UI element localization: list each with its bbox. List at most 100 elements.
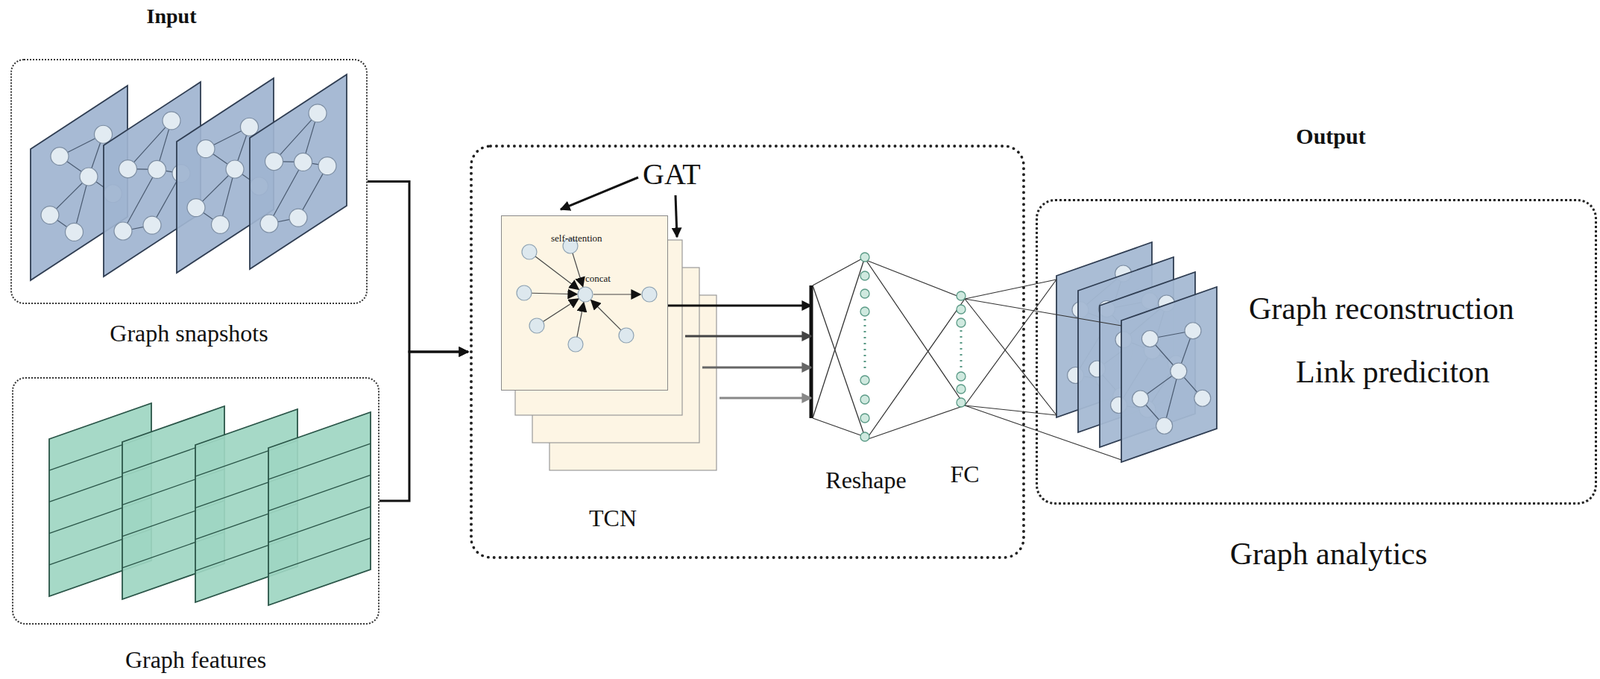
neuron-dot [860,375,870,385]
merge-arrow [367,181,469,353]
panel-caption: Graph snapshots [109,318,268,349]
neuron-dot [956,291,966,301]
graph-node [516,285,532,301]
attention-arrow [577,302,584,337]
graph-node [65,222,84,241]
feature-arrow [702,366,812,370]
graph-snapshot-plane [249,74,347,270]
dense-link [866,298,966,440]
merge-arrow [379,351,469,502]
connector [866,260,966,440]
panel-caption: Graph analytics [1230,534,1428,575]
graph-node [162,111,181,130]
graph-edge [128,120,173,170]
input-panel: Graph features [11,377,380,625]
connector [964,279,1122,461]
dense-link [866,405,966,440]
neuron-dot [860,432,870,442]
feature-row-line [268,443,371,480]
graph-node [211,215,230,234]
panel-caption: Graph features [125,644,267,675]
module-label: GAT [642,157,701,192]
model-panel: TCN self-attention concatReshape FC [469,144,1026,560]
neuron-dot [860,289,870,299]
neuron-dot [860,413,870,423]
graph-node [187,199,206,217]
attention-arrow [535,256,579,290]
neuron-dot [956,372,966,381]
graph-node [1132,390,1149,408]
graph-node [1170,363,1187,380]
graph-node [240,117,259,136]
graph-node [41,206,59,225]
feature-row-line [268,538,371,575]
dense-link [964,405,1122,461]
graph-node [308,104,327,123]
leader-arrow [675,195,677,238]
ellipsis-dots [864,319,867,373]
input-panel: Graph snapshots [10,58,368,305]
attention-arrow [572,253,584,288]
output-panel: OutputGraph reconstructionLink predicito… [1035,199,1598,505]
graph-node [50,147,69,166]
attention-arrow [542,298,578,323]
dense-link [964,279,1057,299]
neuron-dot [860,395,870,405]
neuron-dot [860,271,870,281]
layer-label: Reshape [825,465,906,496]
gat-layer-box: self-attention concat [501,215,669,391]
mechanism-label: self-attention [550,232,603,245]
neuron-dot [860,252,870,262]
graph-node [265,152,284,171]
dense-link [964,279,1057,406]
leader-arrow [560,177,639,210]
concat-arrow [593,293,641,295]
graph-node [143,216,162,235]
connector [379,351,469,502]
graph-node [529,318,545,334]
graph-node [1184,322,1202,340]
graph-node [521,244,537,260]
graph-node [196,140,215,159]
feature-arrow [719,397,812,400]
feature-matrix-plane [268,412,371,606]
attention-arrow [591,300,622,331]
task-label: Link prediciton [1295,352,1490,393]
feature-row-line [268,474,371,511]
reshape-layer: Reshape [811,249,921,496]
graph-node [294,152,313,171]
graph-node [289,208,308,227]
graph-node [318,157,337,176]
graph-node [119,160,138,179]
graph-node [114,222,132,241]
task-label: Graph reconstruction [1248,289,1515,329]
graph-node [641,287,657,302]
graph-node [260,214,279,233]
output-graph-plane [1121,287,1217,463]
section-heading: Output [1295,122,1366,151]
neuron-dot [956,384,966,394]
dense-link [964,298,1057,416]
ellipsis-dots [960,330,963,371]
fc-layer: FC [934,286,995,496]
graph-node [225,160,244,179]
dense-link [866,260,966,406]
dense-link [812,418,865,437]
dense-link [812,257,865,419]
dense-link [964,298,1122,326]
neuron-dot [956,398,966,408]
graph-node [618,328,634,343]
layer-label: FC [949,459,979,490]
feature-arrow [668,304,812,308]
operation-label: concat [585,272,611,285]
graph-edge [274,113,319,162]
connector [668,305,812,399]
dense-link [812,285,865,437]
graph-node [94,125,113,144]
neuron-dot [956,318,966,328]
dense-link [866,260,966,299]
feature-arrow [685,335,812,338]
layer-label: TCN [589,503,637,534]
graph-node [1156,417,1173,434]
